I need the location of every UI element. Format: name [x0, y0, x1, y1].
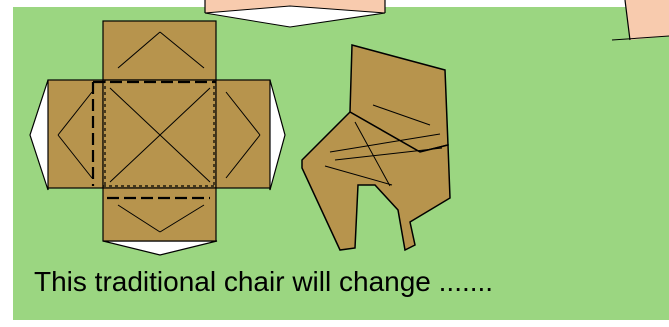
caption-text: This traditional chair will change .....… — [34, 266, 493, 298]
top-panel — [103, 21, 216, 80]
left-panel — [48, 80, 103, 188]
bottom-panel — [103, 188, 216, 241]
right-panel — [216, 80, 270, 188]
